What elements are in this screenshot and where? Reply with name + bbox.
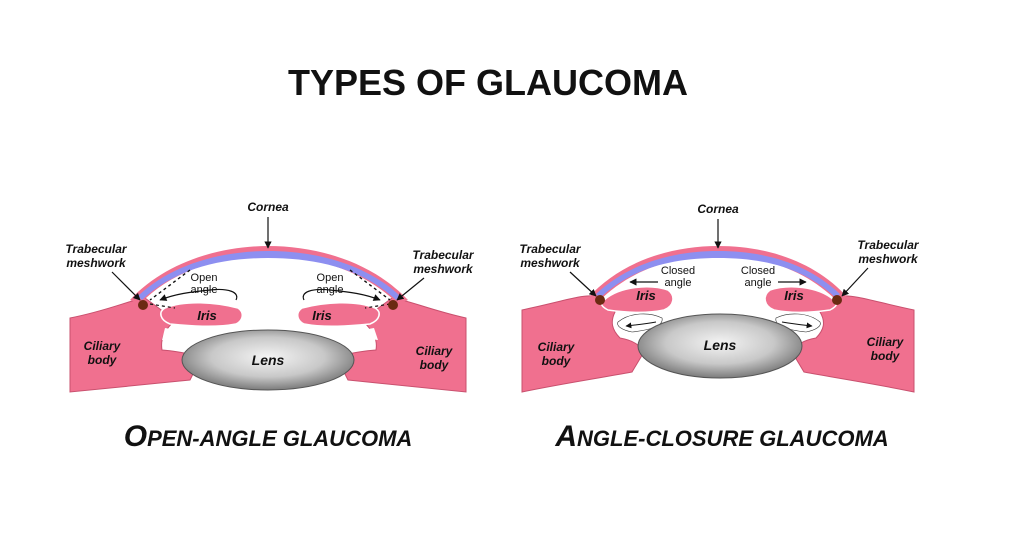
lens-shape	[637, 313, 803, 379]
meshwork-dot-left	[595, 295, 605, 305]
closed-angle-left-label-1: Closed	[661, 265, 695, 277]
meshwork-left-label-2: meshwork	[520, 256, 581, 270]
flow-arrow-right	[302, 288, 381, 301]
iris-right-label: Iris	[784, 288, 804, 303]
cornea-label: Cornea	[697, 202, 739, 216]
meshwork-right-label-2: meshwork	[858, 252, 919, 266]
meshwork-right-arrow	[841, 267, 869, 297]
meshwork-dot-left	[138, 300, 148, 310]
cornea-blue-layer	[596, 251, 840, 298]
fluid-left	[162, 328, 205, 345]
meshwork-left-arrow	[569, 271, 597, 297]
lens-label: Lens	[252, 352, 285, 368]
ciliary-tissue-right	[791, 295, 915, 393]
open-angle-dash-right	[349, 269, 391, 301]
iris-left-shape	[160, 301, 243, 328]
open-angle-left-label-2: angle	[191, 284, 218, 296]
flow-arrow-left	[625, 321, 657, 329]
meshwork-left-label-1: Trabecular	[65, 242, 127, 256]
open-angle-dash-left	[149, 269, 191, 301]
closed-angle-right-label-1: Closed	[741, 265, 775, 277]
ciliary-right-label-2: body	[871, 349, 901, 363]
meshwork-right-arrow	[396, 277, 425, 301]
meshwork-right-label-1: Trabecular	[412, 248, 474, 262]
meshwork-dot-right	[388, 300, 398, 310]
meshwork-left-label-2: meshwork	[66, 256, 127, 270]
flow-arrow-right	[781, 321, 813, 329]
iris-left-label: Iris	[197, 308, 217, 323]
ciliary-left-label-2: body	[88, 353, 118, 367]
meshwork-right-label-1: Trabecular	[857, 238, 919, 252]
angle-closure-caption: ANGLE-CLOSURE GLAUCOMA	[554, 420, 888, 453]
ciliary-left-label-1: Ciliary	[538, 340, 576, 354]
iris-right-label: Iris	[312, 308, 332, 323]
ciliary-tissue-left	[521, 295, 645, 393]
iris-right-shape	[297, 301, 380, 328]
meshwork-right-label-2: meshwork	[413, 262, 474, 276]
open-angle-right-label-1: Open	[317, 272, 344, 284]
lens-label: Lens	[704, 337, 737, 353]
open-angle-left-label-1: Open	[191, 272, 218, 284]
angle-closure-caption-rest: NGLE-CLOSURE GLAUCOMA	[577, 426, 889, 451]
fluid-right	[335, 328, 378, 345]
open-angle-caption-rest: PEN-ANGLE GLAUCOMA	[147, 426, 412, 451]
meshwork-dot-right	[832, 295, 842, 305]
angle-closure-caption-initial: A	[554, 420, 577, 453]
cornea-outer	[588, 246, 848, 302]
cornea-label: Cornea	[247, 200, 289, 214]
open-angle-caption: OPEN-ANGLE GLAUCOMA	[124, 420, 413, 453]
meshwork-left-arrow	[111, 271, 141, 301]
open-angle-caption-initial: O	[124, 420, 147, 453]
iris-right-shape	[764, 286, 838, 314]
ciliary-right-label-1: Ciliary	[416, 344, 454, 358]
angle-closure-diagram: Lens Cornea Trabecular meshwork Trabecul…	[519, 202, 919, 453]
cornea-blue-layer	[138, 251, 400, 300]
closed-angle-right-label-2: angle	[745, 277, 772, 289]
ciliary-right-label-1: Ciliary	[867, 335, 905, 349]
ciliary-left-label-2: body	[542, 354, 572, 368]
iris-left-shape	[600, 286, 674, 314]
cornea-outer	[130, 246, 408, 304]
ciliary-right-label-2: body	[420, 358, 450, 372]
open-angle-diagram: Lens Cornea Trabecular meshwork Trabecul…	[65, 200, 474, 453]
ciliary-left-label-1: Ciliary	[84, 339, 122, 353]
flow-arrow-left	[159, 288, 238, 301]
lens-shape	[181, 329, 355, 391]
closed-angle-left-label-2: angle	[665, 277, 692, 289]
open-angle-channel-left	[149, 303, 176, 309]
page-title: TYPES OF GLAUCOMA	[288, 62, 688, 103]
iris-left-label: Iris	[636, 288, 656, 303]
open-angle-right-label-2: angle	[317, 284, 344, 296]
open-angle-channel-right	[364, 303, 391, 309]
meshwork-left-label-1: Trabecular	[519, 242, 581, 256]
